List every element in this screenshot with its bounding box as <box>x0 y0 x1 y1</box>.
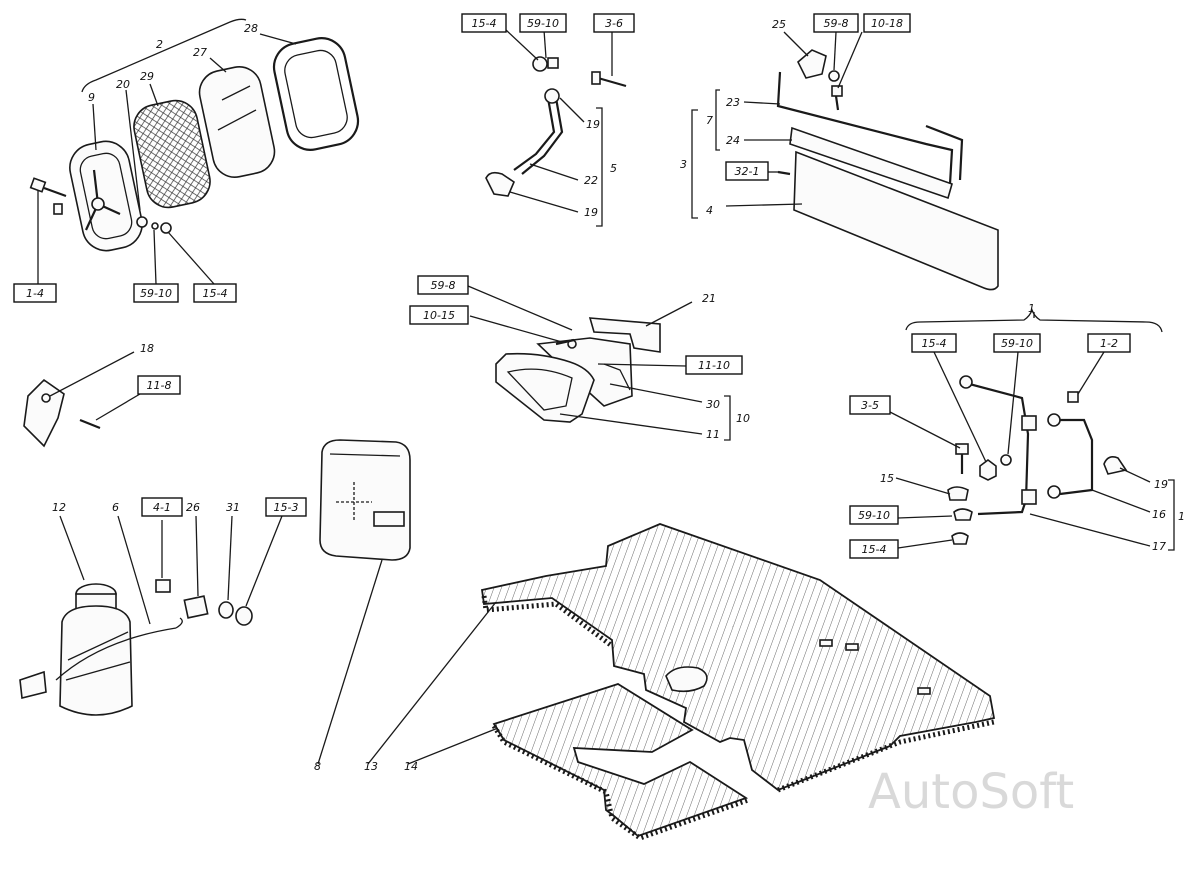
svg-text:15-4: 15-4 <box>862 543 887 556</box>
mirror-frame-seal <box>272 37 360 151</box>
svg-text:59-10: 59-10 <box>858 509 890 522</box>
watermark: AutoSoft <box>868 764 1074 820</box>
svg-text:59-8: 59-8 <box>824 17 849 30</box>
svg-text:59-10: 59-10 <box>140 287 172 300</box>
code-box: 4-1 <box>141 497 183 517</box>
svg-text:1-4: 1-4 <box>26 287 44 300</box>
code-box: 10-18 <box>863 13 911 33</box>
svg-text:15-4: 15-4 <box>472 17 497 30</box>
code-box: 15-3 <box>265 497 307 517</box>
code-box: 15-4 <box>461 13 507 33</box>
svg-text:59-10: 59-10 <box>1001 337 1033 350</box>
mirror-housing <box>69 140 143 252</box>
svg-text:59-10: 59-10 <box>527 17 559 30</box>
code-box: 59-10 <box>133 283 179 303</box>
code-box: 59-8 <box>813 13 859 33</box>
callout-3: 3 <box>680 158 687 171</box>
holder-assembly: 21 30 11 10 <box>467 285 750 441</box>
svg-text:11-10: 11-10 <box>698 359 730 372</box>
callout-4: 4 <box>706 204 713 217</box>
callout-29: 29 <box>140 70 154 83</box>
part-code-labels: 1-4 59-10 15-4 11-8 4-1 15-3 15-4 59-10 … <box>13 13 1131 559</box>
callout-18: 18 <box>140 342 154 355</box>
svg-text:15-4: 15-4 <box>203 287 228 300</box>
code-box: 1-2 <box>1087 333 1131 353</box>
mirror-pad <box>133 99 211 209</box>
callout-5: 5 <box>610 162 617 175</box>
callout-13: 13 <box>364 760 378 773</box>
code-box: 1-4 <box>13 283 57 303</box>
svg-text:11-8: 11-8 <box>147 379 172 392</box>
code-box: 15-4 <box>193 283 237 303</box>
floor-mat-main <box>480 523 996 793</box>
code-box: 10-15 <box>409 305 469 325</box>
bracket-18: 18 <box>23 342 154 448</box>
svg-text:10-15: 10-15 <box>423 309 455 322</box>
svg-text:4-1: 4-1 <box>153 501 171 514</box>
mirror-glass <box>198 66 276 178</box>
callout-19-right: 19 <box>1154 478 1168 491</box>
canister-assembly: 12 6 26 31 <box>19 501 283 716</box>
grab-handle-assembly: 1 15 19 16 1 17 <box>880 302 1185 553</box>
code-box: 59-10 <box>519 13 567 33</box>
callout-12: 12 <box>52 501 66 514</box>
floor-mat-rear <box>491 683 749 841</box>
callout-1-right: 1 <box>1178 510 1185 523</box>
callout-6: 6 <box>112 501 119 514</box>
svg-text:59-8: 59-8 <box>431 279 456 292</box>
svg-text:32-1: 32-1 <box>735 165 760 178</box>
callout-20: 20 <box>116 78 130 91</box>
callout-15: 15 <box>880 472 894 485</box>
code-box: 59-10 <box>993 333 1041 353</box>
bolt <box>29 177 67 215</box>
callout-26: 26 <box>186 501 200 514</box>
callout-9: 9 <box>88 91 95 104</box>
svg-text:1-2: 1-2 <box>1100 337 1118 350</box>
callout-30: 30 <box>706 398 720 411</box>
callout-1-top: 1 <box>1028 302 1035 315</box>
code-box: 11-8 <box>137 375 181 395</box>
callout-27: 27 <box>193 46 207 59</box>
callout-7: 7 <box>706 114 713 127</box>
callout-22: 22 <box>584 174 598 187</box>
callout-11: 11 <box>706 428 720 441</box>
callout-31: 31 <box>226 501 240 514</box>
callout-14: 14 <box>404 760 418 773</box>
callout-10: 10 <box>736 412 750 425</box>
callout-24: 24 <box>726 134 740 147</box>
code-box: 11-10 <box>685 355 743 375</box>
code-box: 59-8 <box>417 275 469 295</box>
svg-text:10-18: 10-18 <box>871 17 903 30</box>
handle-assembly: 19 22 19 5 <box>485 29 627 227</box>
svg-text:3-6: 3-6 <box>605 17 623 30</box>
callout-17: 17 <box>1152 540 1166 553</box>
code-box: 3-5 <box>849 395 891 415</box>
svg-text:3-5: 3-5 <box>861 399 879 412</box>
callout-19-lower: 19 <box>584 206 598 219</box>
first-aid-kit: 8 <box>314 439 411 773</box>
callout-16: 16 <box>1152 508 1166 521</box>
code-box: 32-1 <box>725 161 769 181</box>
sun-visor-assembly: 25 23 7 24 3 4 <box>680 18 999 291</box>
callout-2: 2 <box>156 38 163 51</box>
svg-text:15-4: 15-4 <box>922 337 947 350</box>
code-box: 15-4 <box>849 539 899 559</box>
svg-text:15-3: 15-3 <box>274 501 299 514</box>
callout-28: 28 <box>244 22 258 35</box>
callout-21: 21 <box>702 292 716 305</box>
code-box: 59-10 <box>849 505 899 525</box>
code-box: 15-4 <box>911 333 957 353</box>
callout-23: 23 <box>726 96 740 109</box>
callout-19: 19 <box>586 118 600 131</box>
callout-8: 8 <box>314 760 321 773</box>
mirror-assembly: 2 28 27 29 20 9 <box>29 18 360 285</box>
code-box: 3-6 <box>593 13 635 33</box>
callout-25: 25 <box>772 18 786 31</box>
